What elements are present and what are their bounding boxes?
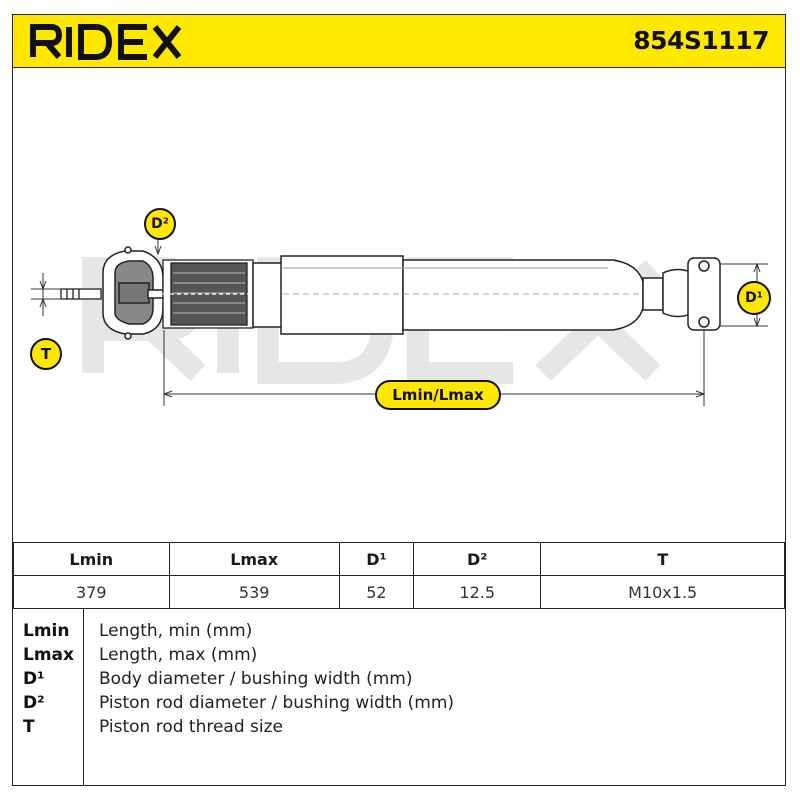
shock-body [252,255,644,335]
legend-desc: Piston rod thread size [99,717,284,737]
legend-key: T [23,717,35,737]
legend-key: D¹ [23,669,45,689]
value-lmin: 379 [13,575,170,609]
spec-table: Lmin Lmax D¹ D² T 379 539 52 12.5 M10x1.… [13,542,785,609]
legend-desc: Length, min (mm) [99,621,253,641]
legend-item: T Piston rod thread size [13,717,785,741]
legend-key: D² [23,693,45,713]
spec-value-row: 379 539 52 12.5 M10x1.5 [13,575,785,609]
legend-desc: Body diameter / bushing width (mm) [99,669,413,689]
legend-key: Lmin [23,621,70,641]
shock-absorber-drawing [31,233,768,406]
brand-logo [29,21,209,65]
technical-drawing: D² D¹ T Lmin/Lmax [13,68,785,543]
header-d2: D² [413,542,542,576]
outer-frame [12,14,786,786]
value-lmax: 539 [168,575,340,609]
t-dimension [31,273,63,316]
brand-logo-svg [30,24,182,60]
header-d1: D¹ [338,542,415,576]
legend: Lmin Length, min (mm) Lmax Length, max (… [13,608,785,786]
dust-boot [162,259,254,329]
spec-header-row: Lmin Lmax D¹ D² T [13,542,785,576]
thread-rod [60,288,102,300]
part-number: 854S1117 [633,26,769,55]
d2-badge: D² [144,208,176,240]
d1-badge: D¹ [737,281,771,315]
t-badge: T [30,338,62,370]
value-d2: 12.5 [413,575,542,609]
legend-desc: Piston rod diameter / bushing width (mm) [99,693,455,713]
top-mount [102,246,167,340]
legend-item: D² Piston rod diameter / bushing width (… [13,693,785,717]
header-bar: 854S1117 [13,15,785,68]
header-lmax: Lmax [168,542,340,576]
value-d1: 52 [338,575,415,609]
legend-key: Lmax [23,645,74,665]
legend-item: D¹ Body diameter / bushing width (mm) [13,669,785,693]
header-lmin: Lmin [13,542,170,576]
legend-divider [83,609,84,786]
length-badge: Lmin/Lmax [375,380,501,410]
value-t: M10x1.5 [540,575,785,609]
legend-item: Lmin Length, min (mm) [13,621,785,645]
bottom-eye-mount [642,257,721,331]
legend-desc: Length, max (mm) [99,645,258,665]
header-t: T [540,542,785,576]
legend-item: Lmax Length, max (mm) [13,645,785,669]
